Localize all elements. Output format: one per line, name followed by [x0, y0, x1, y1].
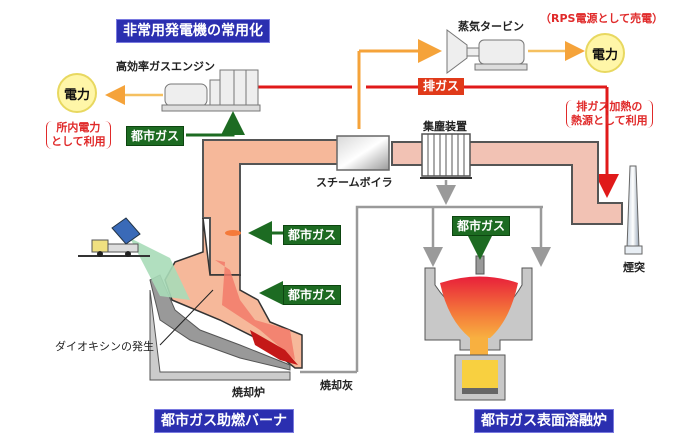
steam-turbine-label: 蒸気タービン — [458, 20, 524, 33]
melting-furnace-banner: 都市ガス表面溶融炉 — [474, 409, 614, 433]
incinerator — [130, 217, 303, 381]
steam-boiler-label: スチームボイラ — [316, 176, 393, 189]
exhaust-note-line2: 熱源として利用 — [571, 114, 648, 127]
power-left-note: 所内電力 として利用 — [46, 121, 111, 149]
dust-collector — [420, 133, 472, 179]
burner-section-banner: 都市ガス助燃バーナ — [154, 409, 294, 433]
chimney — [624, 165, 643, 255]
furnace-duct — [202, 139, 341, 276]
chimney-label: 煙突 — [623, 261, 645, 274]
exhaust-note-line1: 排ガス加熱の — [576, 100, 643, 113]
steam-line — [357, 39, 442, 129]
power-right-circle: 電力 — [585, 33, 625, 73]
exhaust-gas-line — [258, 85, 619, 198]
dioxin-pointer — [159, 289, 214, 346]
power-right-label: 電力 — [591, 47, 618, 63]
city-gas-burner-upper-tag: 都市ガス — [283, 225, 342, 245]
power-left-note-line2: として利用 — [51, 135, 106, 148]
power-right-note: （RPS電源として売電） — [540, 12, 664, 25]
exhaust-gas-tag: 排ガス — [418, 78, 465, 95]
incineration-ash-label: 焼却灰 — [320, 379, 353, 392]
garbage-truck — [78, 217, 150, 257]
melting-furnace — [424, 236, 533, 401]
gas-engine-label: 高効率ガスエンジン — [116, 60, 215, 73]
exhaust-note: 排ガス加熱の 熱源として利用 — [566, 100, 653, 128]
dust-collector-label: 集塵装置 — [423, 120, 467, 133]
city-gas-melting-tag: 都市ガス — [452, 216, 511, 236]
city-gas-engine-tag: 都市ガス — [126, 126, 185, 146]
power-left-note-line1: 所内電力 — [56, 121, 101, 134]
ash-flow-lines — [300, 180, 551, 374]
steam-boiler — [336, 135, 390, 171]
gas-engine — [161, 69, 261, 112]
title-banner: 非常用発電機の常用化 — [116, 19, 270, 43]
city-gas-engine-line — [186, 111, 245, 137]
steam-turbine — [446, 29, 528, 74]
incinerator-label: 焼却炉 — [232, 386, 265, 399]
burner-flame-upper — [225, 230, 241, 236]
city-gas-burner-lower-tag: 都市ガス — [283, 285, 342, 305]
power-left-circle: 電力 — [57, 73, 97, 113]
dioxin-label: ダイオキシンの発生 — [55, 340, 154, 353]
power-left-label: 電力 — [63, 87, 90, 103]
